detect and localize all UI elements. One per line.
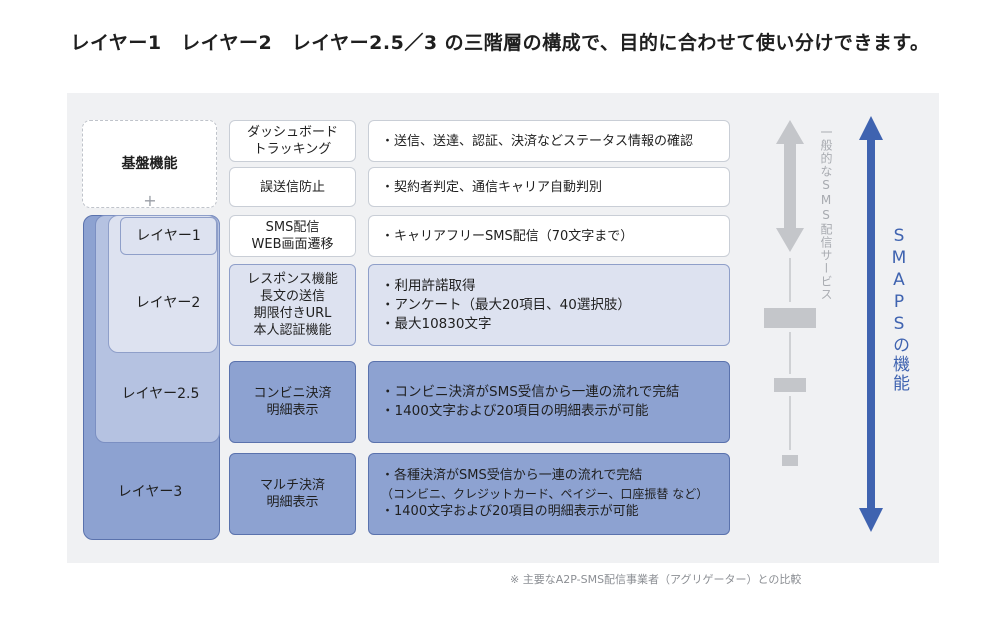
layer1-label: レイヤー1 xyxy=(120,217,217,255)
smaps-label: SMAPSの機能 xyxy=(889,226,909,393)
footnote: ※ 主要なA2P-SMS配信事業者（アグリゲーター）との比較 xyxy=(510,573,802,586)
headline: レイヤー1 レイヤー2 レイヤー2.5／3 の三階層の構成で、目的に合わせて使い… xyxy=(70,32,930,54)
detail-convenience: ・コンビニ決済がSMS受信から一連の流れで完結 ・1400文字および20項目の明… xyxy=(368,361,730,443)
general-arrow-icon xyxy=(776,120,804,252)
feature-dashboard: ダッシュボード トラッキング xyxy=(229,120,356,162)
detail-line: ・利用許諾取得 xyxy=(381,277,476,294)
detail-misdelivery: ・契約者判定、通信キャリア自動判別 xyxy=(368,167,730,207)
detail-response: ・利用許諾取得 ・アンケート（最大20項目、40選択肢） ・最大10830文字 xyxy=(368,264,730,346)
general-scale-bar xyxy=(764,308,816,328)
detail-line: ・契約者判定、通信キャリア自動判別 xyxy=(381,179,603,195)
detail-multi: ・各種決済がSMS受信から一連の流れで完結 （コンビニ、クレジットカード、ペイジ… xyxy=(368,453,730,535)
layer3-label: レイヤー3 xyxy=(117,483,183,500)
plus-sign: + xyxy=(143,191,157,210)
layer2-label: レイヤー2 xyxy=(135,294,201,311)
feature-convenience: コンビニ決済 明細表示 xyxy=(229,361,356,443)
detail-dashboard: ・送信、送達、認証、決済などステータス情報の確認 xyxy=(368,120,730,162)
detail-line: ・コンビニ決済がSMS受信から一連の流れで完結 xyxy=(381,384,680,400)
feature-response: レスポンス機能 長文の送信 期限付きURL 本人認証機能 xyxy=(229,264,356,346)
detail-sms: ・キャリアフリーSMS配信（70文字まで） xyxy=(368,215,730,257)
feature-multi: マルチ決済 明細表示 xyxy=(229,453,356,535)
detail-line: ・最大10830文字 xyxy=(381,315,492,332)
detail-line: ・送信、送達、認証、決済などステータス情報の確認 xyxy=(381,133,694,149)
smaps-arrow-icon xyxy=(859,116,883,532)
detail-line: ・キャリアフリーSMS配信（70文字まで） xyxy=(381,228,634,244)
general-scale-bar xyxy=(774,378,806,392)
detail-line: （コンビニ、クレジットカード、ペイジー、口座振替 など） xyxy=(381,487,709,501)
detail-line: ・1400文字および20項目の明細表示が可能 xyxy=(381,403,649,419)
layer25-label: レイヤー2.5 xyxy=(121,385,200,402)
detail-line: ・各種決済がSMS受信から一連の流れで完結 xyxy=(381,468,643,483)
comparison-scale xyxy=(764,116,883,532)
feature-misdelivery: 誤送信防止 xyxy=(229,167,356,207)
detail-line: ・1400文字および20項目の明細表示が可能 xyxy=(381,504,639,519)
detail-line: ・アンケート（最大20項目、40選択肢） xyxy=(381,296,631,313)
feature-sms: SMS配信 WEB画面遷移 xyxy=(229,215,356,257)
general-scale-bar xyxy=(782,455,798,466)
basic-function-label: 基盤機能 xyxy=(121,155,178,172)
basic-function-box: 基盤機能 xyxy=(82,120,217,208)
general-service-label: 一般的なSMS配信サービス xyxy=(819,126,833,301)
